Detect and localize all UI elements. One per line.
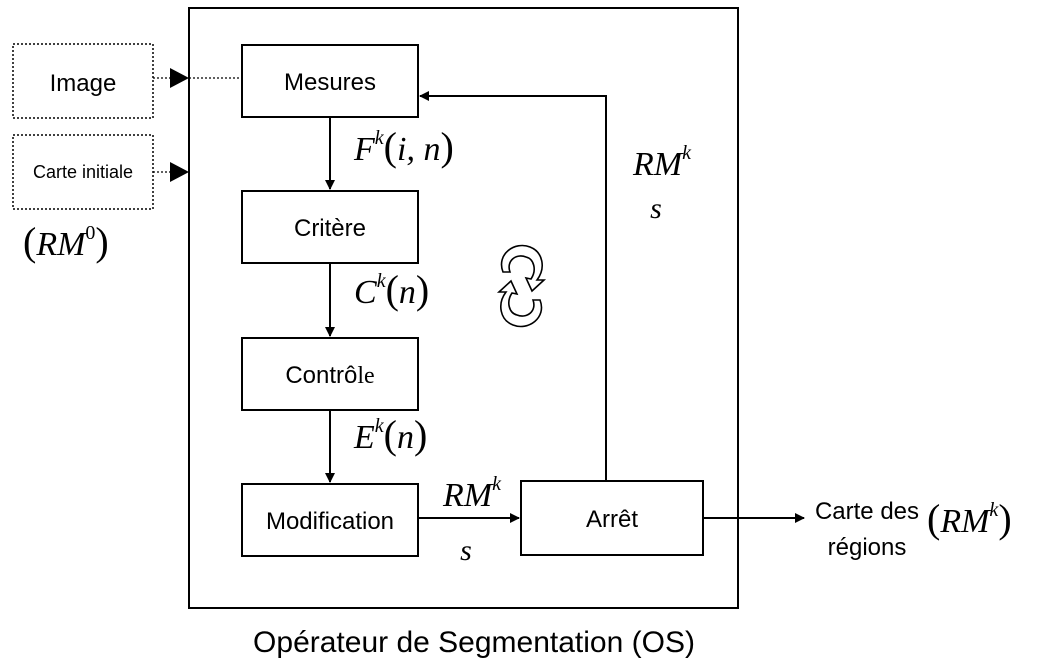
signal-e-paren-open: ( bbox=[384, 412, 397, 457]
modification-block bbox=[241, 483, 419, 557]
signal-f-base: F bbox=[353, 131, 376, 168]
image-input-label: Image bbox=[50, 70, 117, 97]
signal-e: Ek(n) bbox=[353, 412, 427, 457]
signal-e-paren-close: ) bbox=[414, 412, 427, 457]
signal-c-args: n bbox=[399, 274, 416, 311]
controle-block bbox=[241, 337, 419, 411]
arret-label: Arrêt bbox=[586, 506, 638, 533]
signal-rm-fb-sub: s bbox=[650, 192, 662, 225]
signal-f-paren-close: ) bbox=[440, 124, 453, 169]
signal-rm-mod-base: RM bbox=[442, 477, 494, 514]
signal-rm-feedback: RMk bbox=[632, 142, 692, 183]
carte-math-base: RM bbox=[35, 226, 87, 263]
carte-math-sup: 0 bbox=[85, 222, 95, 244]
iteration-cycle-icon bbox=[496, 244, 547, 328]
output-math: (RMk) bbox=[927, 496, 1012, 541]
output-math-base: RM bbox=[939, 503, 991, 540]
signal-c-paren-open: ( bbox=[386, 267, 399, 312]
signal-c-base: C bbox=[354, 274, 377, 311]
signal-c-sup: k bbox=[377, 270, 387, 292]
signal-rm-modification: RMk bbox=[442, 473, 502, 514]
paren-close: ) bbox=[95, 219, 108, 264]
paren-open: ( bbox=[23, 219, 36, 264]
controle-label-tail: le bbox=[357, 363, 374, 389]
critere-label: Critère bbox=[294, 215, 366, 242]
signal-c-paren-close: ) bbox=[416, 267, 429, 312]
mesures-block bbox=[241, 44, 419, 118]
modification-label: Modification bbox=[266, 508, 394, 535]
signal-e-base: E bbox=[353, 419, 375, 456]
output-label-line2: régions bbox=[828, 534, 907, 561]
output-math-sup: k bbox=[989, 499, 999, 521]
diagram-caption: Opérateur de Segmentation (OS) bbox=[253, 626, 695, 659]
image-input-arrowhead bbox=[170, 68, 189, 88]
output-paren-close: ) bbox=[998, 496, 1011, 541]
controle-label: Contrôle bbox=[285, 362, 374, 389]
carte-initiale-math: (RM0) bbox=[23, 219, 109, 264]
carte-input-arrowhead bbox=[170, 162, 189, 182]
signal-f-args: i, n bbox=[397, 131, 440, 168]
image-input-box bbox=[12, 43, 154, 119]
signal-f: Fk(i, n) bbox=[353, 124, 454, 169]
signal-f-sup: k bbox=[375, 127, 385, 149]
mesures-label: Mesures bbox=[284, 69, 376, 96]
operator-frame bbox=[188, 7, 739, 609]
signal-c: Ck(n) bbox=[354, 267, 429, 312]
signal-rm-fb-sup: k bbox=[682, 142, 692, 164]
controle-label-main: Contrô bbox=[285, 362, 357, 389]
feedback-arrow bbox=[419, 91, 607, 481]
signal-rm-fb-base: RM bbox=[632, 146, 684, 183]
carte-initiale-label: Carte initiale bbox=[33, 162, 133, 182]
signal-f-paren-open: ( bbox=[384, 124, 397, 169]
output-paren-open: ( bbox=[927, 496, 940, 541]
arret-block bbox=[520, 480, 704, 556]
signal-rm-mod-sup: k bbox=[492, 473, 502, 495]
signal-e-args: n bbox=[397, 419, 414, 456]
output-label-line1: Carte des bbox=[815, 498, 919, 525]
signal-e-sup: k bbox=[375, 415, 385, 437]
signal-rm-mod-sub: s bbox=[460, 534, 472, 567]
